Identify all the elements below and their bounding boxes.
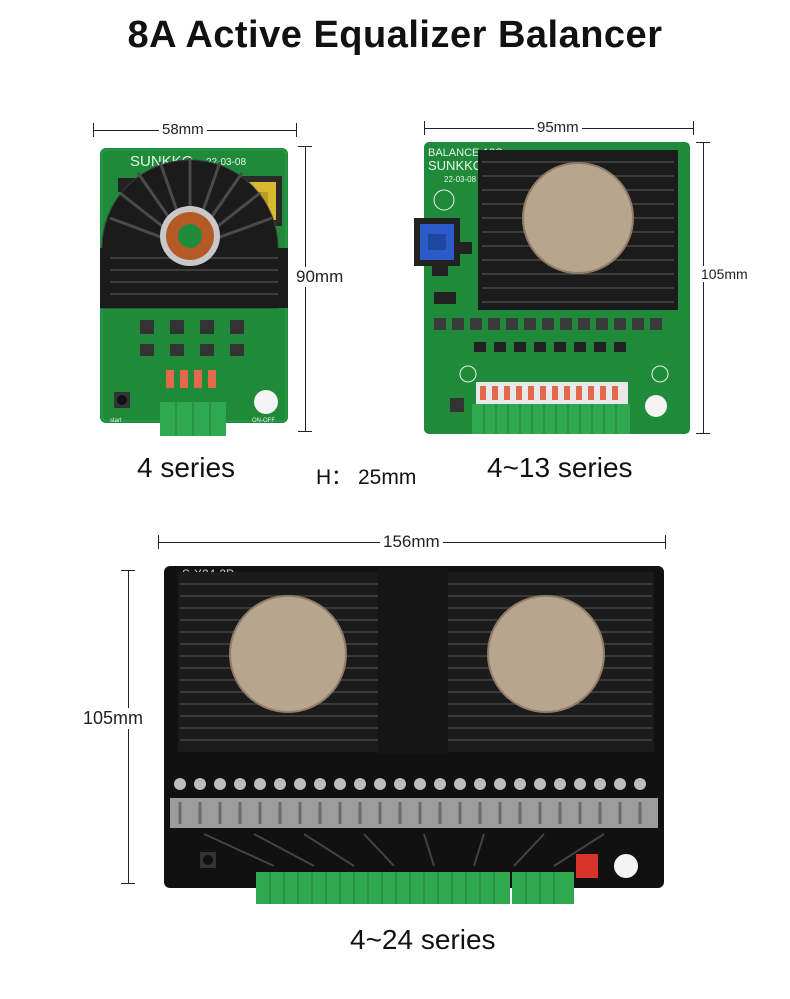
small-board-image: SUNKKO 22-03-08 (100, 148, 288, 436)
medium-board-caption: 4~13 series (487, 452, 633, 483)
page-title: 8A Active Equalizer Balancer (127, 14, 663, 56)
small-board-start-silk: start (110, 418, 122, 424)
small-board-height-dimension: 90mm (293, 146, 347, 432)
large-board-height-dimension: 105mm (80, 570, 147, 884)
small-board-date-silk: 22-03-08 (206, 157, 246, 168)
medium-board-width-dimension: 95mm (424, 119, 694, 136)
small-board-width-label: 58mm (159, 121, 207, 138)
small-board-onoff-silk: ON-OFF (252, 418, 275, 424)
small-board-width-dimension: 58mm (93, 121, 297, 138)
medium-board-height-dimension: 105mm (694, 142, 751, 434)
medium-board-width-label: 95mm (534, 119, 582, 136)
large-board-caption: 4~24 series (350, 924, 496, 955)
medium-board-brand-silk: SUNKKO (428, 158, 483, 173)
large-board-width-dimension: 156mm (158, 532, 666, 552)
small-board-height-label: 90mm (293, 267, 347, 287)
medium-board-date-silk: 22-03-08 (444, 175, 477, 184)
small-board-caption: 4 series (137, 452, 236, 483)
large-board-height-label: 105mm (80, 708, 147, 729)
height-note: H： 25mm (316, 466, 417, 489)
medium-board-height-label: 105mm (698, 266, 751, 282)
medium-board-image: BALANCE-13S SUNKKO 22-03-08 (414, 142, 690, 434)
large-board-width-label: 156mm (380, 532, 443, 552)
large-board-image: S-X24-2P (164, 566, 664, 904)
